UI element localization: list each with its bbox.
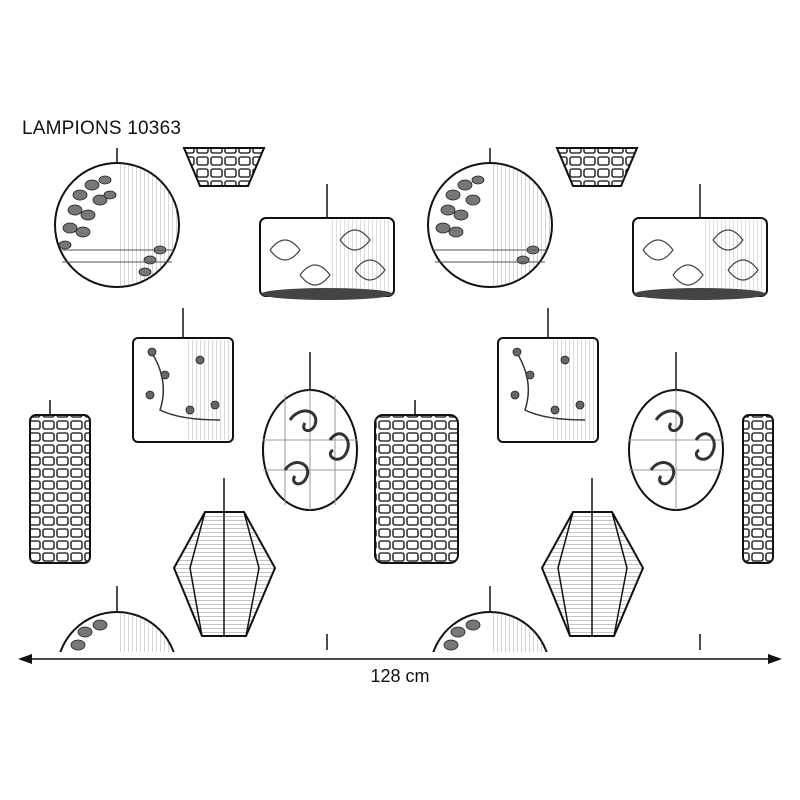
oval-lantern-icon [262,352,358,511]
column-lantern-icon [374,400,459,564]
column-lantern-icon [742,414,774,564]
drum-lantern-icon [259,184,395,300]
width-label: 128 cm [370,666,430,686]
hexagon-lantern-icon [172,478,277,637]
globe-lantern-icon [59,586,175,652]
globe-lantern-icon [54,148,180,288]
globe-lantern-icon [432,586,548,652]
width-dimension-arrow [18,654,782,664]
globe-lantern-icon [427,148,553,288]
cylinder-lantern-icon [497,308,599,443]
pattern-tile-right [427,147,774,652]
arrow-right-icon [768,654,782,664]
oval-lantern-icon [628,352,724,511]
bowl-lantern-icon [182,147,266,187]
hexagon-lantern-icon [540,478,645,637]
pattern-title: LAMPIONS 10363 [22,118,182,139]
bowl-lantern-icon [555,147,639,187]
column-lantern-icon [29,400,91,564]
arrow-left-icon [18,654,32,664]
pattern-tile-left [29,147,459,652]
drum-lantern-icon [632,184,768,300]
cylinder-lantern-icon [132,308,234,443]
